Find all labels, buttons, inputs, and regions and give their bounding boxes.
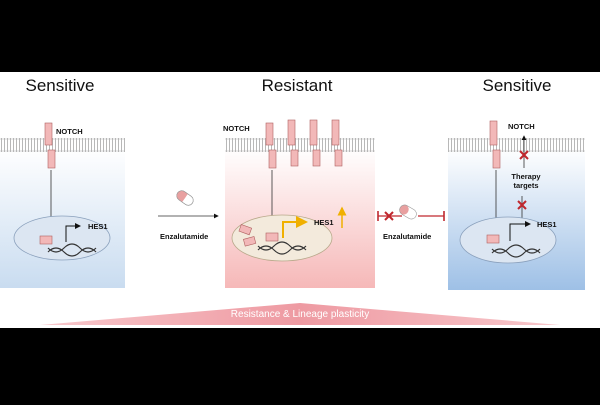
cross-icon: [384, 211, 394, 221]
enzalutamide-label-1: Enzalutamide: [160, 232, 209, 241]
banner-label: Resistance & Lineage plasticity: [230, 309, 370, 320]
pill-icon: [399, 204, 417, 220]
upregulated-transcription-arrow: [282, 216, 308, 238]
notch-receptors-amplified: [265, 119, 343, 169]
enzalutamide-inhibition: [377, 204, 445, 221]
panel-title-middle: Resistant: [261, 76, 333, 95]
cross-icon: [517, 200, 527, 210]
panel-resistant: [225, 119, 375, 288]
pill-icon: [176, 190, 194, 206]
panel-sensitive-left: [0, 122, 125, 288]
nucleus: [459, 216, 557, 264]
enzalutamide-label-2: Enzalutamide: [383, 232, 432, 241]
dna-helix: [47, 247, 97, 257]
dna-helix: [257, 245, 307, 255]
nucleus: [13, 215, 111, 261]
hes1-label-right: HES1: [537, 220, 557, 229]
therapy-label-line2: targets: [513, 181, 539, 190]
hes1-label-middle: HES1: [314, 218, 334, 227]
notch-label-middle: NOTCH: [223, 124, 250, 133]
panel-title-left: Sensitive: [25, 76, 95, 95]
notch-label-left: NOTCH: [56, 127, 83, 136]
cross-icon: [519, 150, 529, 160]
hes1-label-left: HES1: [88, 222, 108, 231]
notch-label-right: NOTCH: [508, 122, 535, 131]
therapy-label-line1: Therapy: [511, 172, 541, 181]
notch-receptor: [44, 122, 53, 146]
therapy-targets-label: Therapy targets: [508, 172, 544, 190]
panel-sensitive-right: [448, 120, 585, 290]
resistance-banner: [40, 303, 560, 325]
dna-helix: [491, 248, 541, 258]
enzalutamide-treatment-arrow: [158, 190, 219, 219]
panel-title-right: Sensitive: [482, 76, 552, 95]
notch-receptor: [489, 120, 498, 146]
